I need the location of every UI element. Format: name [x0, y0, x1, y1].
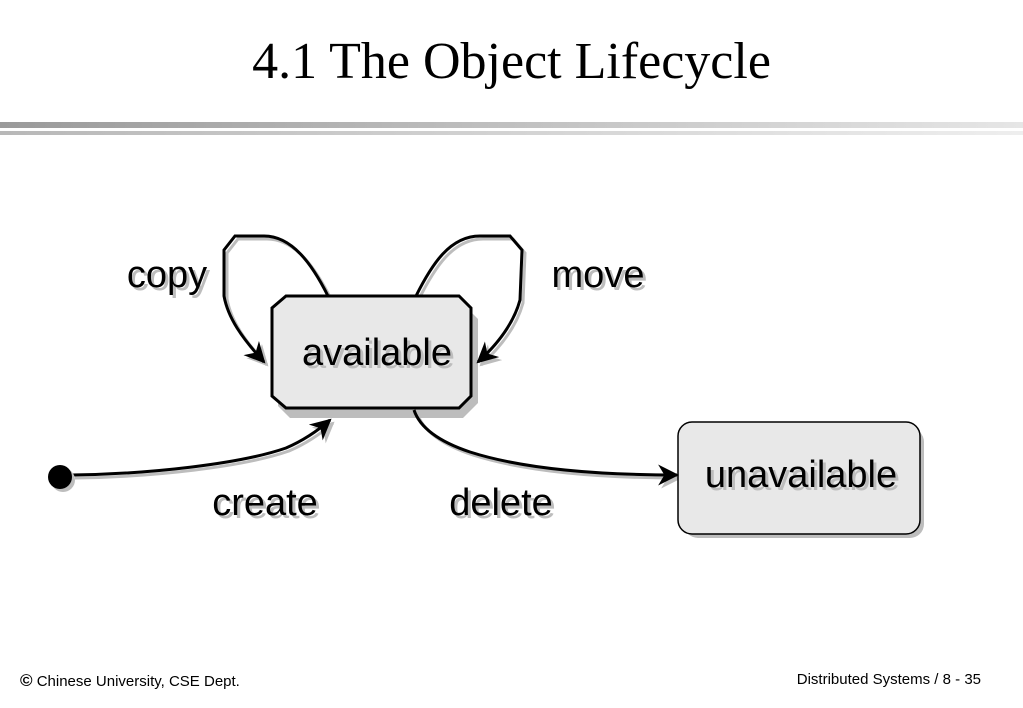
move-transition-arrow	[414, 234, 524, 364]
copy-label: copy	[127, 254, 207, 296]
delete-transition-arrow	[412, 409, 680, 486]
state-unavailable-label: unavailable	[705, 454, 897, 496]
create-label: create	[212, 482, 318, 524]
copy-transition-arrow	[222, 234, 330, 364]
footer-page-info: Distributed Systems / 8 - 35	[796, 671, 981, 688]
title-divider-top	[0, 122, 1023, 128]
state-available-label: available	[302, 332, 452, 374]
svg-text:create: create	[215, 485, 321, 527]
slide-title: 4.1 The Object Lifecycle	[252, 33, 771, 90]
delete-label: delete	[449, 482, 553, 524]
svg-text:copy: copy	[130, 257, 210, 299]
svg-text:available: available	[305, 335, 455, 377]
svg-text:move: move	[555, 257, 648, 299]
title-divider-bottom	[0, 131, 1023, 135]
copyright-icon: ©	[20, 671, 33, 690]
footer-org: Chinese University, CSE Dept.	[36, 673, 240, 690]
state-available	[270, 294, 473, 410]
svg-text:unavailable: unavailable	[708, 457, 900, 499]
svg-text:delete: delete	[452, 485, 556, 527]
move-label: move	[552, 254, 645, 296]
create-transition-arrow	[71, 418, 332, 477]
initial-state-dot	[48, 465, 72, 489]
footer-copyright: © Chinese University, CSE Dept.	[20, 671, 240, 691]
